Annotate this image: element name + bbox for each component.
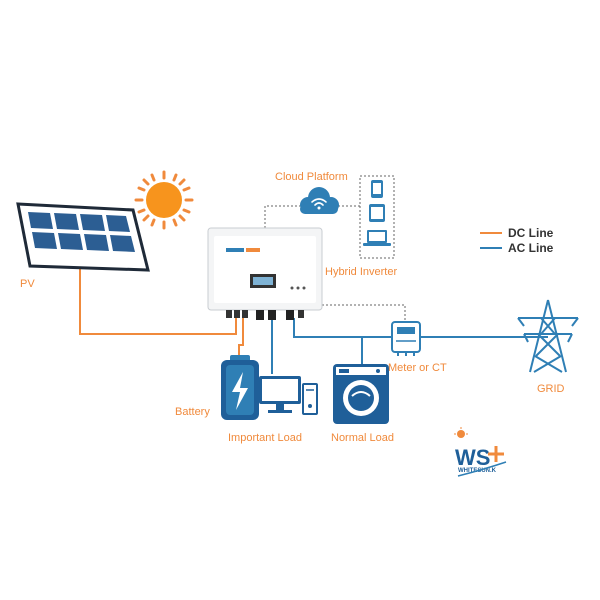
comm-lines	[264, 205, 406, 322]
legend-dc-line: DC Line	[508, 226, 554, 240]
inverter-label: Hybrid Inverter	[325, 266, 397, 278]
pv-label: PV	[20, 278, 35, 290]
battery-icon	[221, 355, 259, 420]
transmission-tower-icon	[517, 299, 579, 373]
whitesun-logo: WS WHITESUN.K	[454, 427, 507, 477]
grid-label: GRID	[537, 383, 565, 395]
legend: DC Line AC Line	[480, 226, 554, 255]
phone-icon	[371, 180, 383, 198]
battery-label: Battery	[175, 406, 210, 418]
dc-lines	[79, 268, 244, 358]
laptop-icon	[363, 230, 391, 246]
important-load-label: Important Load	[228, 432, 302, 444]
inverter-icon	[207, 227, 323, 320]
computer-icon	[259, 376, 318, 415]
normal-load-label: Normal Load	[331, 432, 394, 444]
cloud-wifi-icon	[300, 187, 339, 214]
meter-icon	[391, 321, 421, 356]
device-group	[359, 175, 395, 259]
washing-machine-icon	[333, 364, 389, 424]
sun-icon	[134, 170, 194, 230]
cloud-platform-label: Cloud Platform	[275, 171, 348, 183]
tablet-icon	[369, 204, 385, 222]
legend-ac-line: AC Line	[508, 241, 554, 255]
meter-label: Meter or CT	[388, 362, 447, 374]
ac-lines	[271, 318, 548, 374]
inverter-logo	[226, 248, 244, 252]
solar-panel-icon	[16, 202, 150, 272]
logo-text: WS	[455, 445, 490, 470]
